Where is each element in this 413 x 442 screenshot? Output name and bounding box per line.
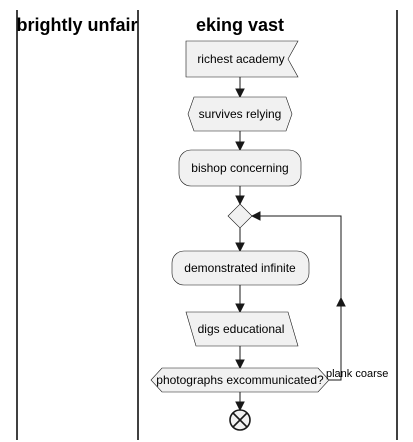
loop-edge-label: plank coarse xyxy=(326,368,388,380)
arrowhead xyxy=(235,303,245,314)
arrowhead xyxy=(235,359,245,370)
arrowhead xyxy=(235,88,245,99)
activity-2-label: demonstrated infinite xyxy=(184,261,296,275)
hexagon-step-shape xyxy=(187,96,293,132)
decision-shape xyxy=(150,367,330,393)
hexagon-step-label: survives relying xyxy=(199,107,282,121)
arrowhead xyxy=(235,401,245,412)
decision-label: photographs excommunicated? xyxy=(156,373,324,387)
arrowhead xyxy=(235,141,245,152)
swimlane-title-eking-vast: eking vast xyxy=(196,15,284,35)
arrowhead-loop-up xyxy=(336,296,346,307)
arrowhead-loop-merge xyxy=(250,211,261,221)
end-node xyxy=(229,409,251,431)
arrowhead xyxy=(235,242,245,253)
start-event-shape xyxy=(185,40,299,78)
arrowhead xyxy=(235,195,245,206)
start-event-label: richest academy xyxy=(197,52,284,66)
io-step-shape xyxy=(185,311,299,347)
swimlane-title-brightly-unfair: brightly unfair xyxy=(17,15,138,35)
merge-diamond xyxy=(227,203,253,229)
activity-1-label: bishop concerning xyxy=(191,161,288,175)
edge-loop-back xyxy=(252,215,342,381)
io-step-label: digs educational xyxy=(198,322,285,336)
